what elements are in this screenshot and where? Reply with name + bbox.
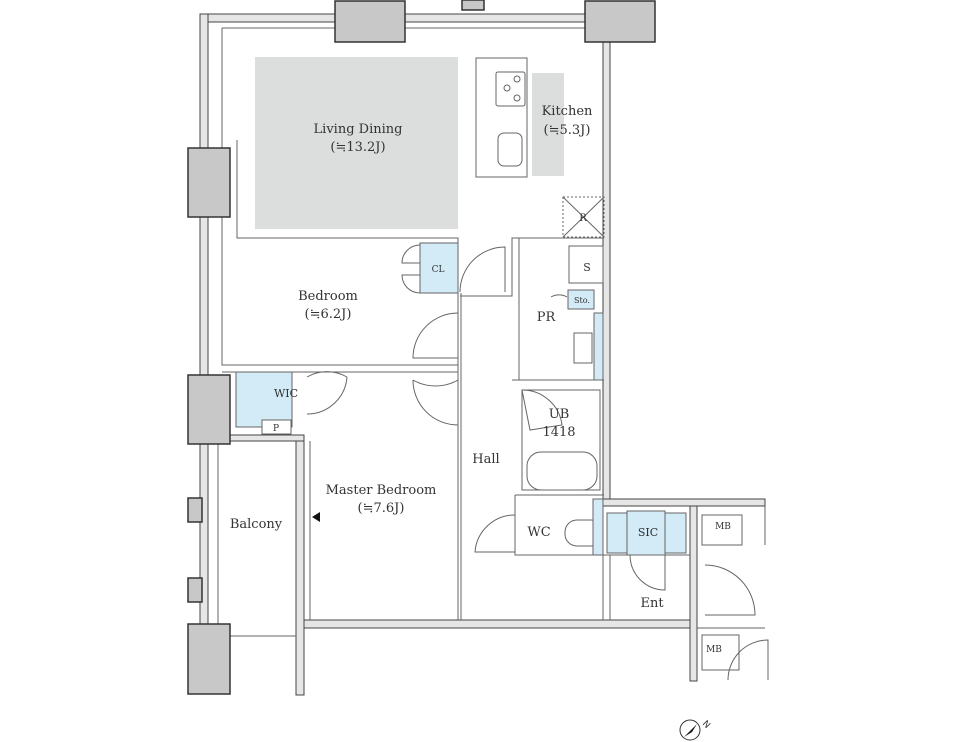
entrance-arrow-icon xyxy=(312,512,320,522)
meter-box-2-label: MB xyxy=(706,645,722,655)
living-dining-area xyxy=(255,57,458,229)
wc-label: WC xyxy=(527,525,550,540)
master-bedroom-label: Master Bedroom xyxy=(326,483,437,498)
washbasin xyxy=(573,332,593,364)
living-dining-label: Living Dining xyxy=(314,122,403,137)
refrigerator-space xyxy=(562,196,605,238)
storage xyxy=(567,289,595,310)
kitchen-label: Kitchen xyxy=(542,104,593,119)
storage-label: Sto. xyxy=(574,296,590,305)
meter-box-1 xyxy=(701,514,743,546)
compass-north-label: N xyxy=(700,719,712,731)
compass-icon: N xyxy=(679,719,712,741)
master-bedroom-size: (≒7.6J) xyxy=(358,501,405,516)
sink-icon xyxy=(497,132,523,167)
bedroom-size: (≒6.2J) xyxy=(305,307,352,322)
pipe-space xyxy=(261,419,292,435)
kitchen-counter xyxy=(475,57,528,178)
refrigerator-label: R xyxy=(579,213,587,224)
hall-label: Hall xyxy=(472,452,499,467)
kitchen-area xyxy=(532,73,564,176)
washer-label: S xyxy=(583,261,591,274)
bedroom-label: Bedroom xyxy=(298,289,358,304)
closet xyxy=(419,242,459,294)
doors xyxy=(306,244,769,681)
closet-label: CL xyxy=(432,265,445,275)
unit-bath-label: UB xyxy=(549,407,570,422)
pipe-space-label: P xyxy=(273,424,279,434)
wic-label: WIC xyxy=(274,387,298,400)
stove-icon xyxy=(495,71,526,107)
washer-space xyxy=(568,245,604,284)
sic-label: SIC xyxy=(638,526,658,539)
meter-box-1-label: MB xyxy=(715,522,731,532)
bathtub-icon xyxy=(526,451,598,491)
structural-columns xyxy=(187,0,656,695)
kitchen-size: (≒5.3J) xyxy=(544,123,591,138)
entrance-label: Ent xyxy=(640,596,664,611)
powder-room-label: PR xyxy=(537,310,557,325)
unit-bath-size: 1418 xyxy=(542,425,575,440)
walk-in-closet xyxy=(235,371,293,428)
unit-bath xyxy=(521,389,601,491)
living-dining-size: (≒13.2J) xyxy=(330,140,385,155)
balcony-label: Balcony xyxy=(230,517,283,532)
